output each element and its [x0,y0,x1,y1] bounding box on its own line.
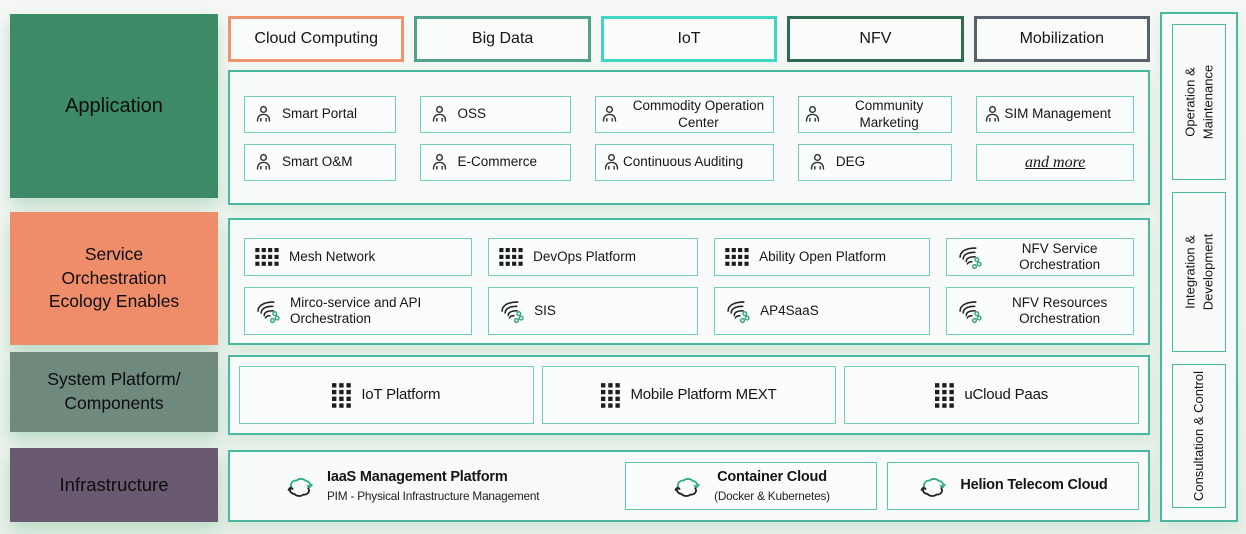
and-more-label: and more [1025,153,1086,171]
person-icon [983,105,1002,124]
sys-item-iot-platform: IoT Platform [239,366,534,424]
person-icon [430,153,449,172]
person-icon [602,153,621,172]
tab-mobilization: Mobilization [973,16,1151,62]
orch-item-label: NFV Resources Orchestration [1011,294,1108,326]
orchestration-icon [725,299,750,324]
grid-icon [935,383,954,408]
cloud-sync-icon [285,475,315,498]
app-item-label: Smart O&M [282,154,353,170]
orchestration-icon [957,245,982,270]
orch-item-microservice-api-orchestration: Mirco-service and API Orchestration [244,287,473,335]
section-label-service-orchestration: Service Orchestration Ecology Enables [10,212,218,345]
app-item-label: Continuous Auditing [623,154,744,170]
sys-item-label: Mobile Platform MEXT [630,386,777,403]
orch-item-label: Mesh Network [289,248,376,264]
orch-item-label: SIS [534,302,556,318]
tab-nfv: NFV [787,16,964,62]
orch-item-label: AP4SaaS [760,302,819,318]
technology-tabs: Cloud Computing Big Data IoT NFV Mobiliz… [228,16,1151,62]
cloud-sync-icon [918,475,948,498]
section-label-infrastructure: Infrastructure [10,448,218,522]
person-icon [803,105,822,124]
person-icon [430,105,449,124]
app-item-e-commerce: E-Commerce [419,144,572,181]
section-label-system-platform: System Platform/ Components [10,352,218,432]
cloud-sync-icon [672,475,702,498]
app-item-commodity-operation-center: Commodity Operation Center [595,96,774,133]
infra-item-helion-telecom-cloud: Helion Telecom Cloud [887,462,1139,510]
app-item-deg: DEG [797,144,953,181]
grid-icon [255,248,279,266]
grid-icon [725,248,749,266]
orch-item-ability-open-platform: Ability Open Platform [714,238,931,276]
app-item-label: Commodity Operation Center [632,98,765,130]
person-icon [808,153,827,172]
right-services-column: Operation & Maintenance Integration & De… [1160,12,1238,522]
person-icon [254,105,273,124]
app-item-continuous-auditing: Continuous Auditing [595,144,774,181]
orch-item-nfv-service-orchestration: NFV Service Orchestration [946,238,1134,276]
person-icon [600,105,619,124]
app-item-smart-portal: Smart Portal [244,96,396,133]
infra-item-subtitle: (Docker & Kubernetes) [714,488,830,503]
person-icon [254,153,273,172]
orchestration-icon [957,299,982,324]
infra-item-title: Helion Telecom Cloud [960,477,1108,494]
orch-item-label: Mirco-service and API Orchestration [290,294,422,326]
orchestration-container: Mesh Network DevOps Platform Ability Ope… [228,218,1150,345]
infrastructure-container: IaaS Management Platform PIM - Physical … [228,450,1150,522]
grid-icon [499,248,523,266]
orch-item-label: DevOps Platform [533,248,636,264]
sys-item-ucloud-paas: uCloud Paas [844,366,1140,424]
orch-item-ap4saas: AP4SaaS [714,287,931,335]
infra-item-subtitle: PIM - Physical Infrastructure Management [327,488,540,503]
infra-item-title: IaaS Management Platform [327,469,508,486]
sys-item-label: IoT Platform [361,386,441,403]
sys-item-mobile-platform-mext: Mobile Platform MEXT [541,366,837,424]
app-item-label: SIM Management [1004,106,1111,122]
right-item-integration-development: Integration & Development [1172,192,1226,352]
section-label-application: Application [10,14,218,198]
right-item-label: Operation & Maintenance [1182,64,1215,140]
orchestration-icon [499,299,524,324]
orchestration-icon [255,299,280,324]
app-item-label: E-Commerce [457,154,538,170]
system-platform-container: IoT Platform Mobile Platform MEXT uCloud… [228,355,1150,435]
right-item-label: Consultation & Control [1191,370,1207,502]
tab-cloud-computing: Cloud Computing [228,16,405,62]
app-item-label: Community Marketing [854,98,924,130]
app-item-label: Smart Portal [282,106,358,122]
right-item-consultation-control: Consultation & Control [1172,364,1226,508]
grid-icon [332,383,351,408]
infra-item-title: Container Cloud [717,469,827,486]
right-item-operation-maintenance: Operation & Maintenance [1172,24,1226,180]
orch-item-label: NFV Service Orchestration [1019,240,1101,272]
app-item-sim-management: SIM Management [976,96,1134,133]
orch-item-devops-platform: DevOps Platform [488,238,699,276]
app-item-oss: OSS [419,96,572,133]
grid-icon [601,383,620,408]
orch-item-nfv-resources-orchestration: NFV Resources Orchestration [946,287,1134,335]
infra-item-iaas-management: IaaS Management Platform PIM - Physical … [239,462,615,510]
orch-item-sis: SIS [488,287,699,335]
sys-item-label: uCloud Paas [964,386,1049,403]
app-item-smart-oam: Smart O&M [244,144,396,181]
infra-item-container-cloud: Container Cloud (Docker & Kubernetes) [625,462,877,510]
app-item-label: OSS [457,106,487,122]
right-item-label: Integration & Development [1182,233,1215,311]
orch-item-label: Ability Open Platform [759,248,886,264]
app-item-and-more: and more [976,144,1134,181]
tab-iot: IoT [600,16,778,62]
orch-item-mesh-network: Mesh Network [244,238,473,276]
app-item-community-marketing: Community Marketing [797,96,953,133]
application-container: Smart Portal OSS Commodity Operation Cen… [228,70,1150,205]
tab-big-data: Big Data [414,16,591,62]
app-item-label: DEG [835,154,866,170]
